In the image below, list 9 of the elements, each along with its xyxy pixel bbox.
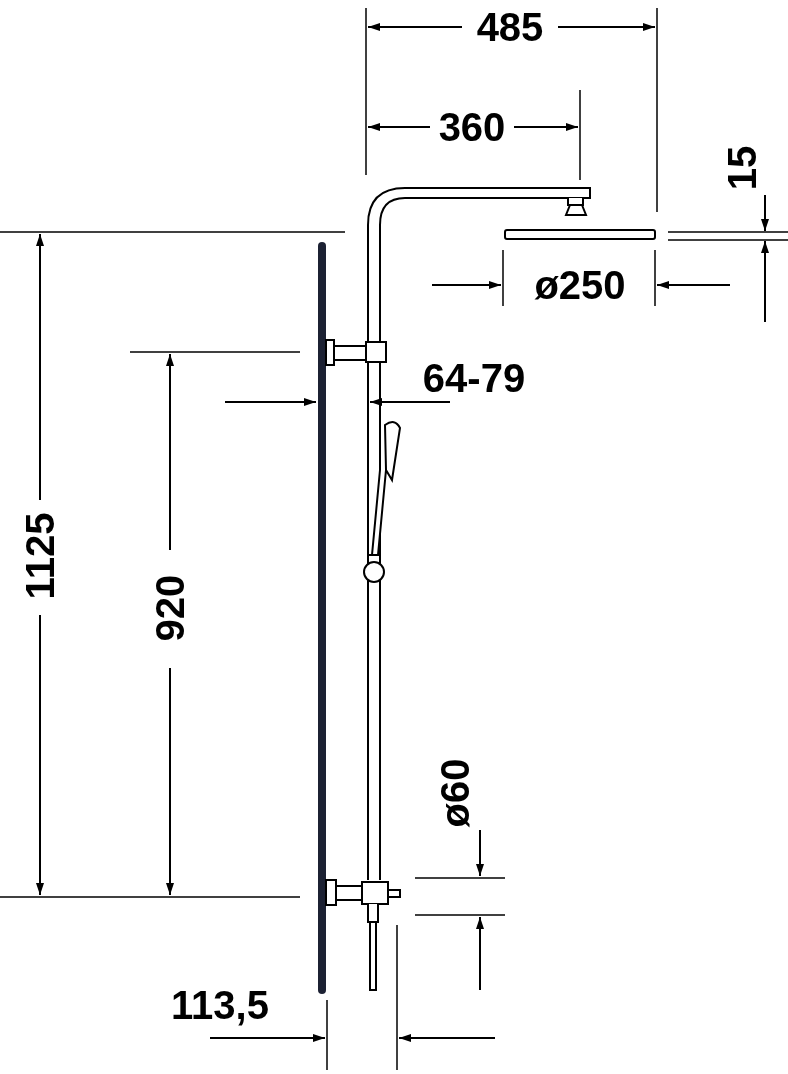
dimension-label: ø60 — [433, 758, 477, 828]
dimension-label: 113,5 — [171, 983, 269, 1027]
dimension-label: 360 — [438, 105, 506, 149]
dimension-label: ø250 — [534, 263, 626, 307]
dimension-label: 485 — [476, 5, 544, 49]
dimension-label: 15 — [720, 145, 764, 191]
dimension-label: 64-79 — [422, 356, 526, 400]
dimension-label: 920 — [148, 574, 192, 642]
dimension-label: 1125 — [18, 512, 62, 600]
